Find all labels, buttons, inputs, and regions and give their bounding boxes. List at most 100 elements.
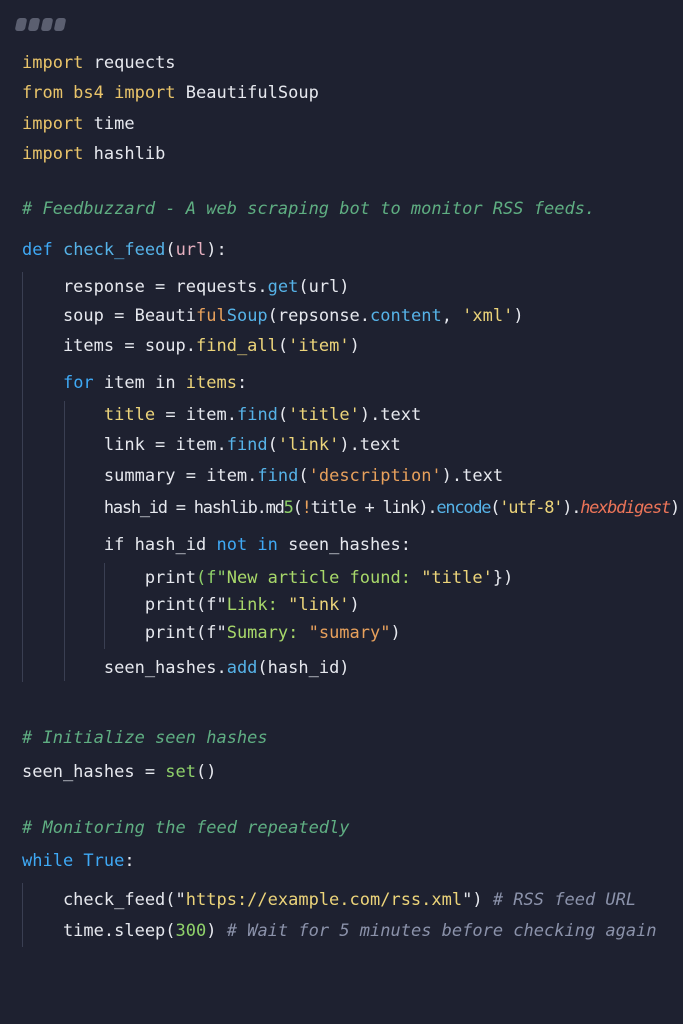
code-token: 'xml' <box>462 306 514 326</box>
code-token: # Initialize seen hashes <box>22 728 268 748</box>
code-line[interactable]: print(f"Link: "link') <box>22 595 360 615</box>
code-line[interactable]: seen_hashes.add(hash_id) <box>22 658 350 678</box>
code-token: ful <box>196 306 227 326</box>
code-line[interactable]: import requects <box>22 53 176 73</box>
code-token: ( <box>165 240 176 260</box>
code-token: ) <box>349 336 360 356</box>
code-token: ).text <box>359 405 422 425</box>
code-line[interactable]: time.sleep(300) # Wait for 5 minutes bef… <box>22 921 657 941</box>
code-token: (hash_id) <box>257 658 350 678</box>
code-token: ).text <box>339 435 401 455</box>
code-token: while True <box>22 851 125 871</box>
code-token: ) <box>349 595 360 615</box>
code-token: 'description' <box>308 466 442 486</box>
code-token: import <box>22 114 84 134</box>
code-token: (f" <box>196 568 227 588</box>
code-line[interactable]: # Feedbuzzard - A web scraping bot to mo… <box>22 199 595 219</box>
code-token: item in <box>93 373 186 393</box>
code-token: requects <box>83 53 176 73</box>
code-token: Soup <box>226 306 268 326</box>
indent-guide <box>104 563 105 649</box>
code-token: ( <box>277 336 289 356</box>
code-line[interactable]: title = item.find('title').text <box>22 405 421 425</box>
code-line[interactable]: def check_feed(url): <box>22 240 227 260</box>
code-token: 300 <box>175 921 207 941</box>
code-line[interactable]: while True: <box>22 851 135 871</box>
code-token: }) <box>492 568 514 588</box>
code-token: print(f" <box>22 595 227 615</box>
code-token: # Feedbuzzard - A web scraping bot to mo… <box>22 199 596 219</box>
code-line[interactable]: seen_hashes = set() <box>22 762 217 782</box>
code-line[interactable]: summary = item.find('description').text <box>22 466 503 486</box>
code-token: 'utf-8' <box>499 498 563 518</box>
code-line[interactable]: import time <box>22 114 135 134</box>
code-token: time.sleep( <box>22 921 176 941</box>
code-line[interactable]: response = requests.get(url) <box>22 277 350 297</box>
code-token: () <box>196 762 217 782</box>
code-token: find <box>257 466 299 486</box>
code-line[interactable]: import hashlib <box>22 144 165 164</box>
code-token: ( <box>292 498 303 518</box>
code-line[interactable]: for item in items: <box>22 373 247 393</box>
code-token: "sumary" <box>308 623 391 643</box>
code-token: # Wait for 5 minutes before checking aga… <box>226 921 657 941</box>
code-token: "link' <box>288 595 350 615</box>
code-token: response = requests. <box>22 277 268 297</box>
code-token: ( <box>277 405 289 425</box>
code-line[interactable]: if hash_id not in seen_hashes: <box>22 535 411 555</box>
code-token: ): <box>206 240 227 260</box>
code-token: check_feed <box>62 240 166 260</box>
code-token: BeautifulSoup <box>175 83 319 103</box>
code-token: summary = item. <box>22 466 258 486</box>
code-token: find <box>236 405 278 425</box>
indent-guide <box>22 883 23 947</box>
code-line[interactable]: print(f"Sumary: "sumary") <box>22 623 401 643</box>
code-token: hexbdigest <box>580 498 671 518</box>
code-token: print(f" <box>22 623 227 643</box>
code-token: seen_hashes = <box>22 762 166 782</box>
code-token: set <box>165 762 197 782</box>
code-token: check_feed(" <box>22 890 186 910</box>
code-token: items <box>185 373 237 393</box>
code-token: title + link). <box>310 498 438 518</box>
code-line[interactable]: print(f"New article found: "title'}) <box>22 568 514 588</box>
code-line[interactable]: # Initialize seen hashes <box>22 728 268 748</box>
code-token: hash_id = hashlib.md <box>32 498 285 518</box>
code-token: encode <box>436 498 491 518</box>
code-token: "title' <box>421 568 493 588</box>
code-token: def <box>22 240 63 260</box>
code-token: ( <box>267 435 278 455</box>
code-token: content <box>370 306 442 326</box>
code-token: ( <box>298 466 309 486</box>
code-token: find_all <box>196 336 278 356</box>
code-token: ) <box>670 498 680 518</box>
code-token: items = soup. <box>22 336 196 356</box>
code-token: seen_hashes. <box>22 658 227 678</box>
code-token: ") <box>462 890 493 910</box>
code-token: 5 <box>283 498 294 518</box>
code-token: # Monitoring the feed repeatedly <box>22 818 350 838</box>
code-token: from bs4 import <box>22 83 176 103</box>
code-token <box>22 373 63 393</box>
code-token: title <box>103 405 156 425</box>
code-token: add <box>226 658 258 678</box>
code-line[interactable]: from bs4 import BeautifulSoup <box>22 83 319 103</box>
code-line[interactable]: # Monitoring the feed repeatedly <box>22 818 350 838</box>
code-line[interactable]: link = item.find('link').text <box>22 435 401 455</box>
code-line[interactable]: items = soup.find_all('item') <box>22 336 360 356</box>
code-token: if hash_id <box>22 535 217 555</box>
code-token: , <box>441 306 463 326</box>
code-token: import <box>22 144 84 164</box>
code-token <box>22 405 104 425</box>
code-line[interactable]: soup = BeautifulSoup(repsonse.content, '… <box>22 306 524 326</box>
code-token: (url) <box>298 277 350 297</box>
code-token: ( <box>490 498 500 518</box>
code-token: New article found: <box>226 568 422 588</box>
code-line[interactable]: check_feed("https://example.com/rss.xml"… <box>22 890 636 910</box>
code-token: = item. <box>155 405 237 425</box>
code-line[interactable]: hash_id = hashlib.md5(!title + link).enc… <box>32 498 680 518</box>
code-token: https://example.com/rss.xml <box>185 890 463 910</box>
code-token: link = item. <box>22 435 227 455</box>
code-token: url <box>175 240 207 260</box>
code-token: hashlib <box>83 144 166 164</box>
